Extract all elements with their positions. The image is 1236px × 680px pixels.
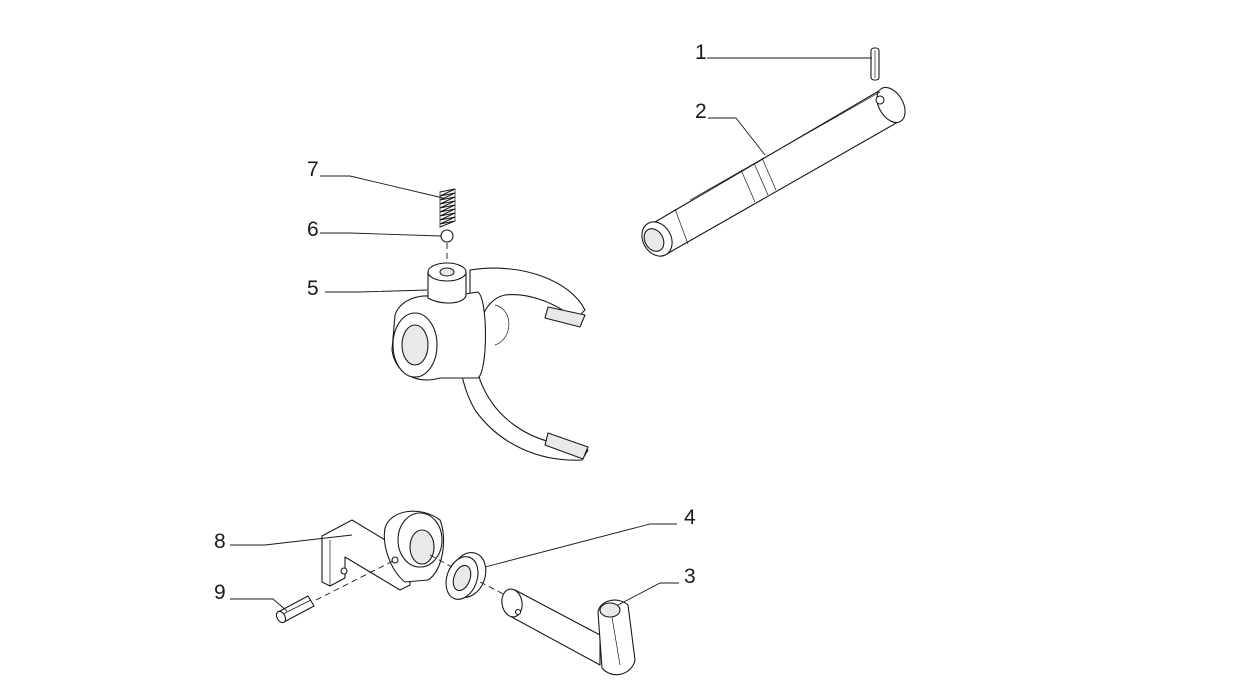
callout-9: 9 (214, 581, 226, 604)
callout-6: 6 (307, 218, 319, 241)
callout-3: 3 (684, 565, 696, 588)
leader-6 (320, 232, 442, 237)
part-4-washer (445, 552, 487, 600)
leader-8 (230, 534, 353, 546)
leader-2 (708, 117, 766, 156)
callout-4: 4 (684, 506, 696, 529)
callout-7: 7 (307, 158, 319, 181)
leader-7 (320, 175, 444, 199)
leader-lines (230, 57, 872, 612)
part-1-pin (870, 47, 880, 81)
callout-2: 2 (695, 100, 707, 123)
part-3-lever (501, 588, 636, 676)
leader-3 (617, 582, 679, 606)
leader-4 (484, 523, 677, 568)
part-7-spring (439, 188, 456, 228)
callout-8: 8 (214, 530, 226, 553)
part-6-ball (440, 229, 454, 243)
leader-9 (230, 598, 288, 612)
part-9-dowel-pin (275, 595, 315, 624)
callout-labels: 1 2 3 4 5 6 7 8 9 (214, 41, 707, 604)
callout-1: 1 (695, 41, 707, 64)
part-2-shift-rod (641, 86, 906, 257)
part-5-shift-fork (391, 262, 589, 461)
callout-5: 5 (307, 277, 319, 300)
part-8-bracket (321, 510, 445, 591)
leader-5 (325, 289, 428, 293)
